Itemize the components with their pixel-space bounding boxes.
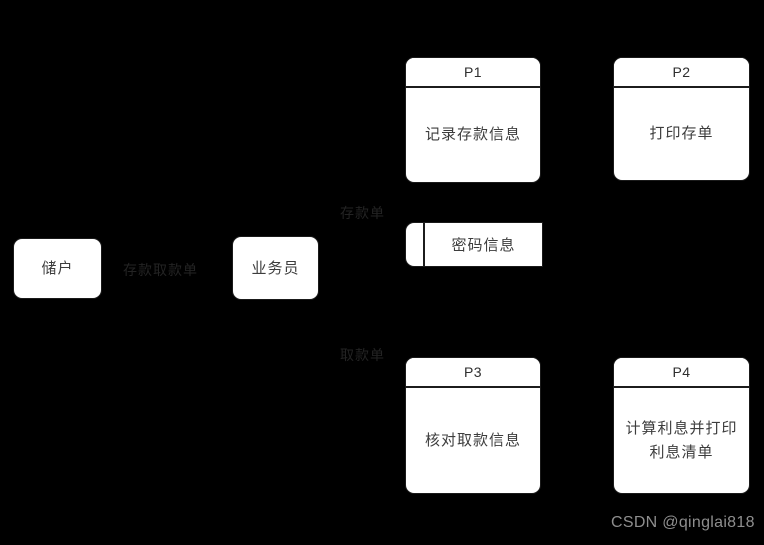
entity-clerk[interactable]: 业务员 — [232, 236, 319, 300]
process-p4-id: P4 — [672, 364, 691, 380]
process-p4-body: 计算利息并打印利息清单 — [614, 388, 749, 493]
process-p3-body: 核对取款信息 — [406, 388, 540, 493]
process-p2-id: P2 — [672, 64, 691, 80]
entity-depositor-label: 储户 — [41, 260, 74, 277]
process-p4[interactable]: P4 计算利息并打印利息清单 — [613, 357, 750, 494]
flow-label-withdraw-slip: 取款单 — [340, 347, 385, 363]
process-p2[interactable]: P2 打印存单 — [613, 57, 750, 181]
process-p1[interactable]: P1 记录存款信息 — [405, 57, 541, 183]
process-p2-body: 打印存单 — [614, 88, 749, 180]
datastore-divider — [423, 222, 425, 267]
entity-clerk-label: 业务员 — [251, 259, 300, 277]
flow-label-deposit-slip: 存款单 — [340, 205, 385, 221]
process-p1-body: 记录存款信息 — [406, 88, 540, 182]
process-p4-text: 计算利息并打印利息清单 — [625, 420, 738, 461]
process-p3[interactable]: P3 核对取款信息 — [405, 357, 541, 494]
process-p2-text: 打印存单 — [649, 125, 714, 143]
process-p1-header: P1 — [406, 58, 540, 88]
process-p3-text: 核对取款信息 — [424, 431, 521, 449]
process-p2-header: P2 — [614, 58, 749, 88]
datastore-left-cap — [405, 222, 423, 267]
process-p3-header: P3 — [406, 358, 540, 388]
process-p1-id: P1 — [463, 64, 483, 80]
flow-label-deposit-withdraw-slip: 存款取款单 — [123, 262, 198, 278]
entity-depositor[interactable]: 储户 — [13, 238, 102, 299]
datastore-password-info-label: 密码信息 — [451, 237, 516, 254]
process-p4-header: P4 — [614, 358, 749, 388]
process-p3-id: P3 — [463, 364, 483, 380]
datastore-body: 密码信息 — [425, 222, 543, 267]
process-p1-text: 记录存款信息 — [424, 126, 521, 144]
watermark: CSDN @qinglai818 — [611, 514, 755, 531]
datastore-password-info[interactable]: 密码信息 — [405, 222, 543, 267]
